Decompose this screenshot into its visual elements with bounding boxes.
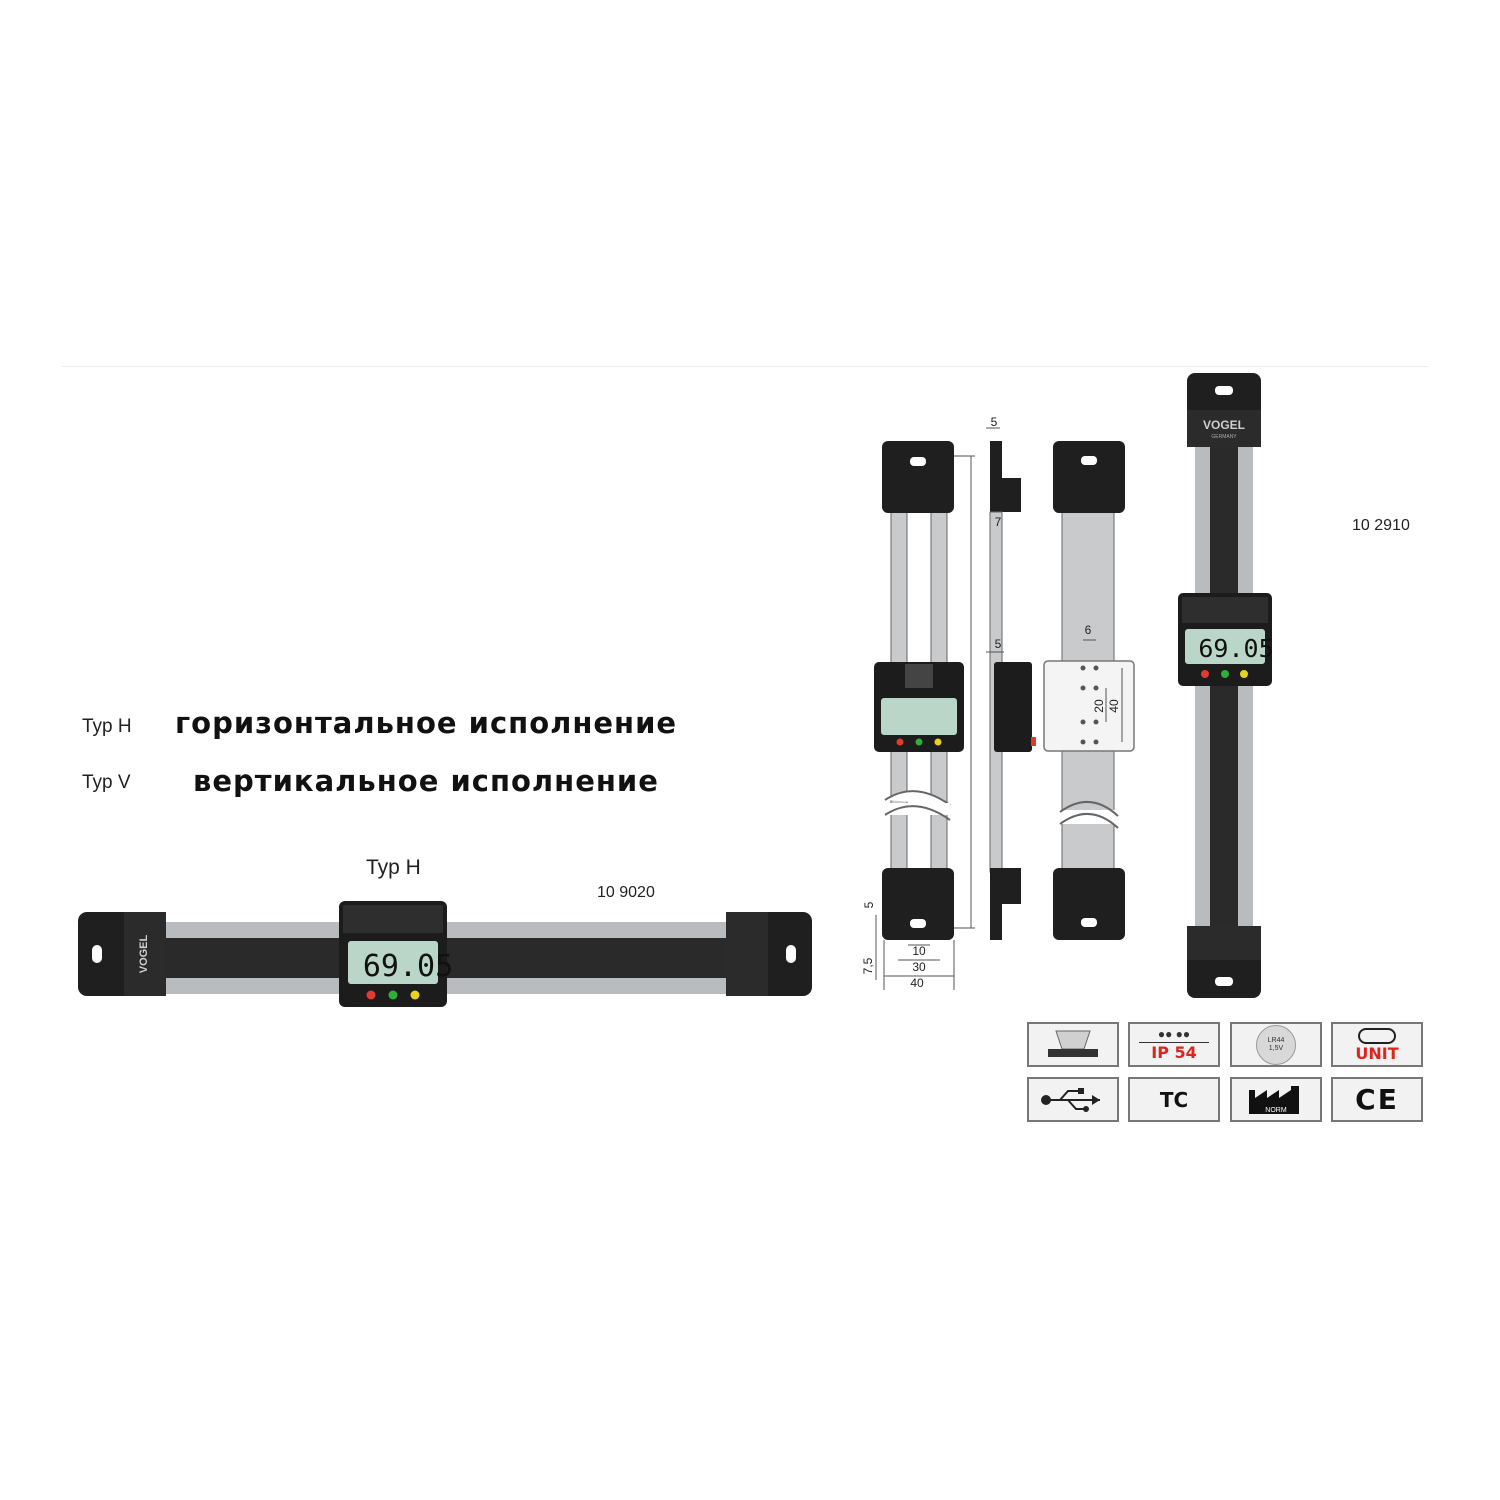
dim-bottom-height: 7,5: [861, 957, 875, 974]
front-lcd: [881, 698, 957, 735]
front-break-gap: [884, 803, 950, 815]
front-top-cap: [882, 441, 954, 513]
side-red-button: [1031, 737, 1036, 746]
v-bottom-mount-hole: [1215, 977, 1233, 986]
v-green-button[interactable]: [1221, 670, 1229, 678]
typ-h-caption: Typ H: [366, 856, 421, 879]
factory-shape: [1249, 1085, 1299, 1114]
unit-label: UNIT: [1355, 1043, 1399, 1063]
v-bottom-label: [1187, 926, 1261, 960]
v-top-mount-hole: [1215, 386, 1233, 395]
v-red-button[interactable]: [1201, 670, 1209, 678]
h-right-mount-hole: [786, 945, 796, 963]
tc-label: TC: [1159, 1087, 1189, 1112]
back-break-gap: [1058, 810, 1118, 824]
typ-h-prefix: Typ H: [82, 716, 132, 737]
usb-icon: [1041, 1087, 1100, 1112]
badge-ip54: ●● ●● IP 54: [1128, 1022, 1220, 1067]
back-display-plate: [1043, 660, 1135, 752]
front-break-top: [884, 790, 951, 806]
front-top-hole: [910, 457, 926, 466]
front-green-dot: [915, 738, 923, 746]
side-profile-bottom: [990, 868, 1021, 940]
back-bottom-hole: [1081, 918, 1097, 927]
h-left-mount-hole: [92, 945, 102, 963]
back-dim-pitch: 20: [1092, 699, 1106, 713]
article-number-horizontal: 10 9020: [597, 884, 655, 901]
typ-h-description: горизонтальное исполнение: [175, 706, 678, 740]
typ-v-prefix: Typ V: [82, 772, 131, 793]
h-red-button[interactable]: [366, 990, 376, 1000]
factory-norm-icon: NORM: [1247, 1084, 1305, 1116]
front-red-dot: [896, 738, 904, 746]
back-top-hole: [1081, 456, 1097, 465]
dim-width-inner: 10: [912, 944, 926, 958]
dim-width-mid: 30: [912, 960, 926, 974]
front-yellow-dot: [934, 738, 942, 746]
v-brand-logo: VOGEL: [1203, 418, 1245, 432]
article-number-vertical: 10 2910: [1352, 517, 1410, 534]
unit-switch-icon: [1358, 1027, 1396, 1044]
tech-side-view: 5 7 5: [986, 415, 1036, 940]
battery-label: LR44 1,5V: [1267, 1036, 1285, 1052]
h-right-end-label: [726, 912, 768, 996]
front-bottom-hole: [910, 919, 926, 928]
back-mount-holes: [1080, 665, 1099, 745]
header-divider: [62, 366, 1428, 367]
front-break-bottom: [884, 805, 951, 821]
back-bottom-cap: [1053, 868, 1125, 940]
v-lcd-reading: 69.05: [1198, 634, 1273, 663]
front-display-tab: [905, 664, 933, 688]
back-break-lines: [1059, 800, 1119, 829]
battery-icon: LR44 1,5V: [1256, 1024, 1296, 1065]
h-lcd-screen: [348, 941, 438, 984]
h-left-end-label: [124, 912, 166, 996]
h-green-button[interactable]: [388, 990, 398, 1000]
badge-unit: UNIT: [1331, 1022, 1423, 1067]
back-top-cap: [1053, 441, 1125, 513]
back-dim-spacing: 6: [1085, 623, 1092, 637]
back-dim-span: 40: [1107, 699, 1121, 713]
v-lcd-screen: [1185, 629, 1265, 664]
h-lcd-reading: 69.05: [363, 949, 453, 984]
tech-back-view: 6 20 40: [1043, 441, 1135, 940]
dim-bottom-offset: 5: [862, 901, 876, 908]
side-display-unit: [994, 662, 1032, 752]
vertical-scale: VOGEL GERMANY 69.05: [1178, 373, 1274, 998]
side-dim-mid: 5: [995, 637, 1002, 651]
v-brand-sub: GERMANY: [1211, 434, 1237, 440]
side-dim-step: 7: [995, 515, 1002, 529]
h-rail-dark: [150, 938, 750, 978]
h-display-top: [343, 905, 443, 933]
water-drops-icon: ●● ●●: [1157, 1027, 1191, 1041]
v-top-label: [1187, 410, 1261, 447]
measuring-surface-icon: [1048, 1030, 1098, 1057]
side-dim-top: 5: [991, 415, 998, 429]
tech-front-view: 10 30 40 5 7,5: [861, 441, 975, 990]
typ-v-description: вертикальное исполнение: [193, 764, 659, 798]
v-yellow-button[interactable]: [1240, 670, 1248, 678]
h-yellow-button[interactable]: [410, 990, 420, 1000]
h-brand-logo: VOGEL: [138, 934, 150, 973]
dim-width-outer: 40: [910, 976, 924, 990]
front-bottom-cap: [882, 868, 954, 940]
norm-label: NORM: [1265, 1106, 1287, 1114]
ce-mark-icon: CE: [1355, 1083, 1399, 1116]
v-display-top: [1182, 597, 1268, 623]
badge-measuring-surface: [1027, 1022, 1119, 1067]
badge-battery: LR44 1,5V: [1230, 1022, 1322, 1067]
badge-norm: NORM: [1230, 1077, 1322, 1122]
ip54-label: IP 54: [1151, 1043, 1197, 1062]
badge-ce: CE: [1331, 1077, 1423, 1122]
badge-usb: [1027, 1077, 1119, 1122]
badge-tc: TC: [1128, 1077, 1220, 1122]
horizontal-scale: VOGEL 69.05: [78, 901, 812, 1007]
